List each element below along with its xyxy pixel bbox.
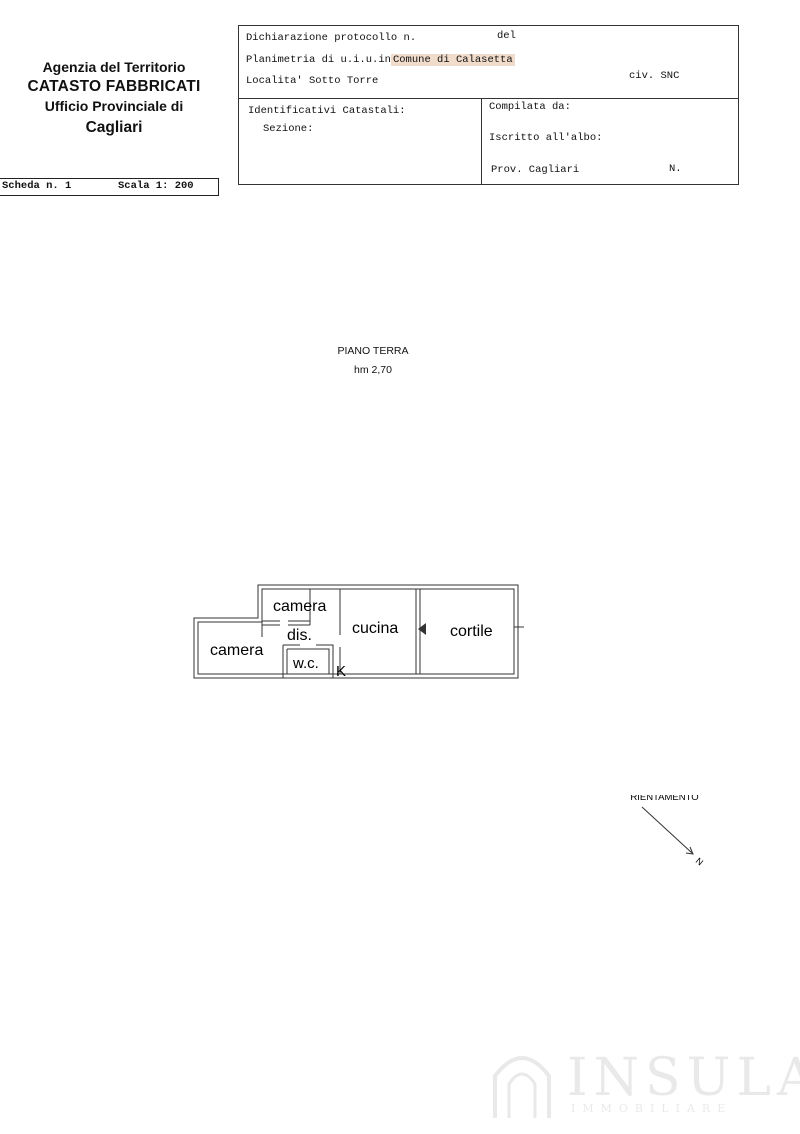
room-dis: dis. (287, 627, 312, 644)
sheet-info-box: Scheda n. 1 Scala 1: 200 (0, 178, 219, 196)
watermark: INSULA IMMOBILIARE (487, 1046, 800, 1121)
north-arrow-head (685, 846, 694, 855)
planimetria-prefix: Planimetria di u.i.u.in (246, 54, 391, 66)
registry-name: CATASTO FABBRICATI (27, 78, 201, 95)
watermark-word: INSULA (567, 1048, 800, 1108)
protocol-label: Dichiarazione protocollo n. (246, 32, 417, 44)
n-label: N. (669, 163, 682, 175)
floor-plan: camera dis. cucina cortile camera w.c. K (193, 584, 524, 680)
agency-block: Agenzia del Territorio CATASTO FABBRICAT… (0, 58, 228, 140)
agency-name: Agenzia del Territorio (42, 59, 186, 75)
room-camera-left: camera (210, 642, 263, 659)
sheet-number: Scheda n. 1 (2, 180, 72, 192)
orientation-indicator: ORIENTAMENTO N (630, 795, 705, 868)
iscritto-label: Iscritto all'albo: (489, 132, 603, 144)
orientation-label: ORIENTAMENTO (630, 795, 699, 803)
header-form: Dichiarazione protocollo n. del Planimet… (238, 25, 739, 185)
compilata-label: Compilata da: (489, 101, 571, 113)
cucina-cortile-wall (415, 589, 421, 674)
room-k: K (336, 663, 346, 680)
room-wc: w.c. (292, 655, 319, 672)
room-cucina: cucina (352, 620, 398, 637)
office-city: Cagliari (85, 119, 143, 136)
identificativi-label: Identificativi Catastali: (248, 105, 406, 117)
civic-number: civ. SNC (629, 70, 680, 82)
north-letter: N (694, 856, 705, 868)
floor-plan-outer-wall (193, 584, 519, 679)
office-name: Ufficio Provinciale di (44, 98, 184, 114)
floor-name: PIANO TERRA (337, 345, 409, 357)
watermark-sub: IMMOBILIARE (571, 1102, 733, 1115)
north-arrow-line (641, 806, 693, 854)
room-cortile: cortile (450, 623, 493, 640)
localita-value: Localita' Sotto Torre (246, 75, 379, 87)
wc-wall (282, 644, 334, 678)
date-label: del (497, 30, 516, 42)
header-divider-vertical (481, 98, 482, 184)
comune-value: Comune di Calasetta (390, 54, 515, 66)
room-camera-top: camera (273, 598, 326, 615)
header-divider-horizontal (239, 98, 738, 99)
door-arrow (418, 623, 426, 635)
watermark-arch-icon (493, 1056, 551, 1118)
province-label: Prov. Cagliari (491, 164, 580, 176)
floor-height: hm 2,70 (354, 364, 392, 376)
sezione-label: Sezione: (263, 123, 314, 135)
sheet-scale: Scala 1: 200 (118, 180, 194, 192)
